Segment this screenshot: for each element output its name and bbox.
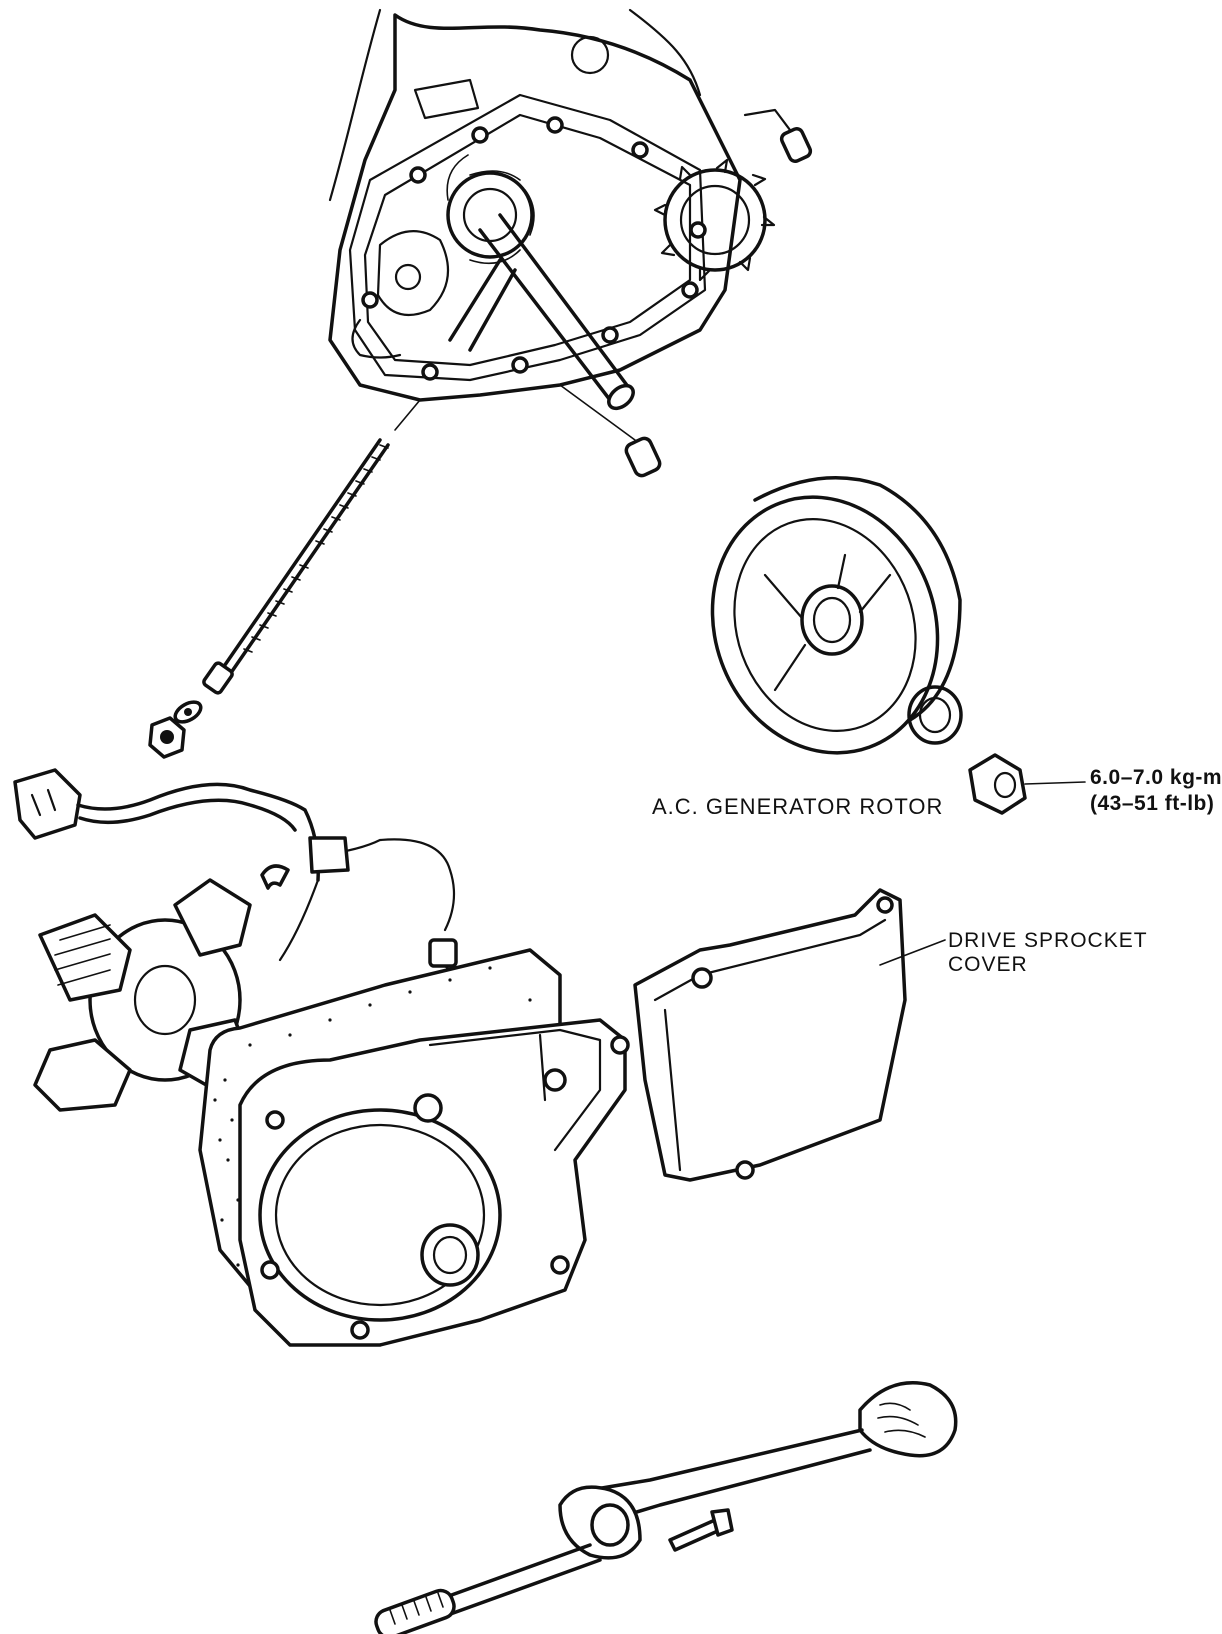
left-crankcase-cover bbox=[198, 948, 630, 1347]
kickstart-shaft-assembly bbox=[148, 438, 390, 759]
drive-sprocket-cover-label: DRIVE SPROCKET COVER bbox=[948, 929, 1148, 977]
drive-sprocket-cover bbox=[633, 888, 946, 1182]
exploded-parts-diagram bbox=[13, 8, 1086, 1634]
drive-sprocket-cover-label-line1: DRIVE SPROCKET bbox=[948, 929, 1148, 952]
torque-spec-label: 6.0–7.0 kg-m (43–51 ft-lb) bbox=[1090, 765, 1222, 817]
gearshift-pedal bbox=[374, 1381, 958, 1634]
ac-generator-rotor-label: A.C. GENERATOR ROTOR bbox=[652, 794, 944, 819]
drive-sprocket-cover-label-line2: COVER bbox=[948, 953, 1028, 976]
crankcase-illustration bbox=[328, 8, 813, 478]
torque-spec-metric: 6.0–7.0 kg-m bbox=[1090, 766, 1222, 789]
ac-generator-rotor bbox=[710, 476, 1086, 815]
torque-spec-imperial: (43–51 ft-lb) bbox=[1090, 792, 1215, 815]
